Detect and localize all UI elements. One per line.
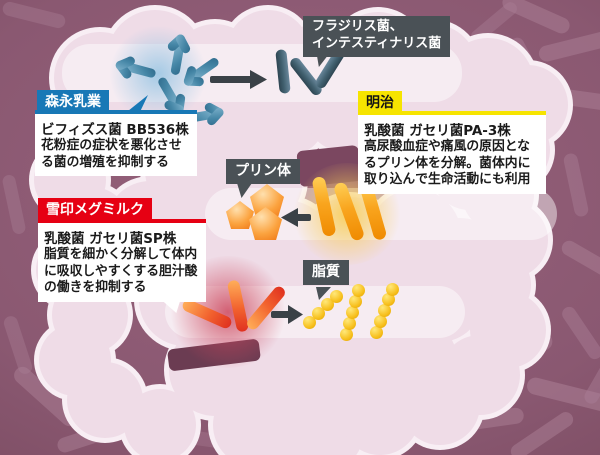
lipid-coccus-bead [343, 317, 356, 330]
fragilis-intestinalis-bubble: フラジリス菌、 インテスティナリス菌 [303, 16, 451, 57]
lipid-coccus-bead [378, 304, 391, 317]
background-bacteria-silhouette [562, 152, 590, 218]
intestine-cloud [340, 375, 420, 455]
morinaga-strain-description: 花粉症の症状を悪化させる菌の増殖を抑制する [41, 138, 182, 170]
morinaga-strain-name: ビフィズス菌 BB536株 [41, 122, 189, 138]
arrow-right-icon [271, 305, 303, 324]
arrow-right-icon [210, 70, 267, 89]
meiji-strain-description: 高尿酸血症や痛風の原因となるプリン体を分解。菌体内に取り込んで生命活動にも利用 [364, 139, 531, 188]
lipid-coccus-bead [374, 315, 387, 328]
lipid-coccus-bead [349, 295, 362, 308]
lipid-coccus-bead [321, 298, 334, 311]
lipid-coccus-bead [386, 283, 399, 296]
background-bacteria-silhouette [1, 0, 67, 30]
yukijirushi-company-tag: 雪印メグミルク [38, 198, 152, 222]
lipid-coccus-bead [370, 326, 383, 339]
meiji-info-box: 乳酸菌 ガセリ菌PA-3株 高尿酸血症や痛風の原因となるプリン体を分解。菌体内に… [358, 111, 546, 194]
lipid-coccus-bead [330, 290, 343, 303]
lipid-coccus-bead [312, 307, 325, 320]
yukijirushi-strain-name: 乳酸菌 ガセリ菌SP株 [44, 231, 177, 247]
background-bacteria-silhouette [2, 314, 34, 376]
background-bacteria-silhouette [537, 28, 600, 64]
background-bacteria-silhouette [1, 173, 27, 236]
purine-label: プリン体 [226, 159, 300, 185]
meiji-strain-name: 乳酸菌 ガセリ菌PA-3株 [364, 123, 511, 139]
background-bacteria-silhouette [559, 238, 600, 287]
lipid-coccus-bead [346, 306, 359, 319]
yukijirushi-info-box: 乳酸菌 ガセリ菌SP株 脂質を細かく分解して体内に吸収しやすくする胆汁酸の働きを… [38, 219, 206, 302]
morinaga-info-box: ビフィズス菌 BB536株 花粉症の症状を悪化させる菌の増殖を抑制する [35, 110, 197, 177]
meiji-company-tag: 明治 [358, 91, 402, 115]
lipid-coccus-bead [303, 316, 316, 329]
yukijirushi-strain-description: 脂質を細かく分解して体内に吸収しやすくする胆汁酸の働きを抑制する [44, 247, 198, 296]
arrow-left-icon [281, 208, 311, 227]
background-bacteria-silhouette [559, 304, 600, 362]
lipid-coccus-bead [352, 284, 365, 297]
bubble-line-2: インテスティナリス菌 [312, 35, 442, 51]
lipid-coccus-bead [340, 328, 353, 341]
lipid-coccus-bead [382, 293, 395, 306]
bubble-line-1: フラジリス菌、 [312, 19, 403, 34]
lipid-label: 脂質 [303, 260, 349, 286]
morinaga-company-tag: 森永乳業 [37, 90, 109, 114]
